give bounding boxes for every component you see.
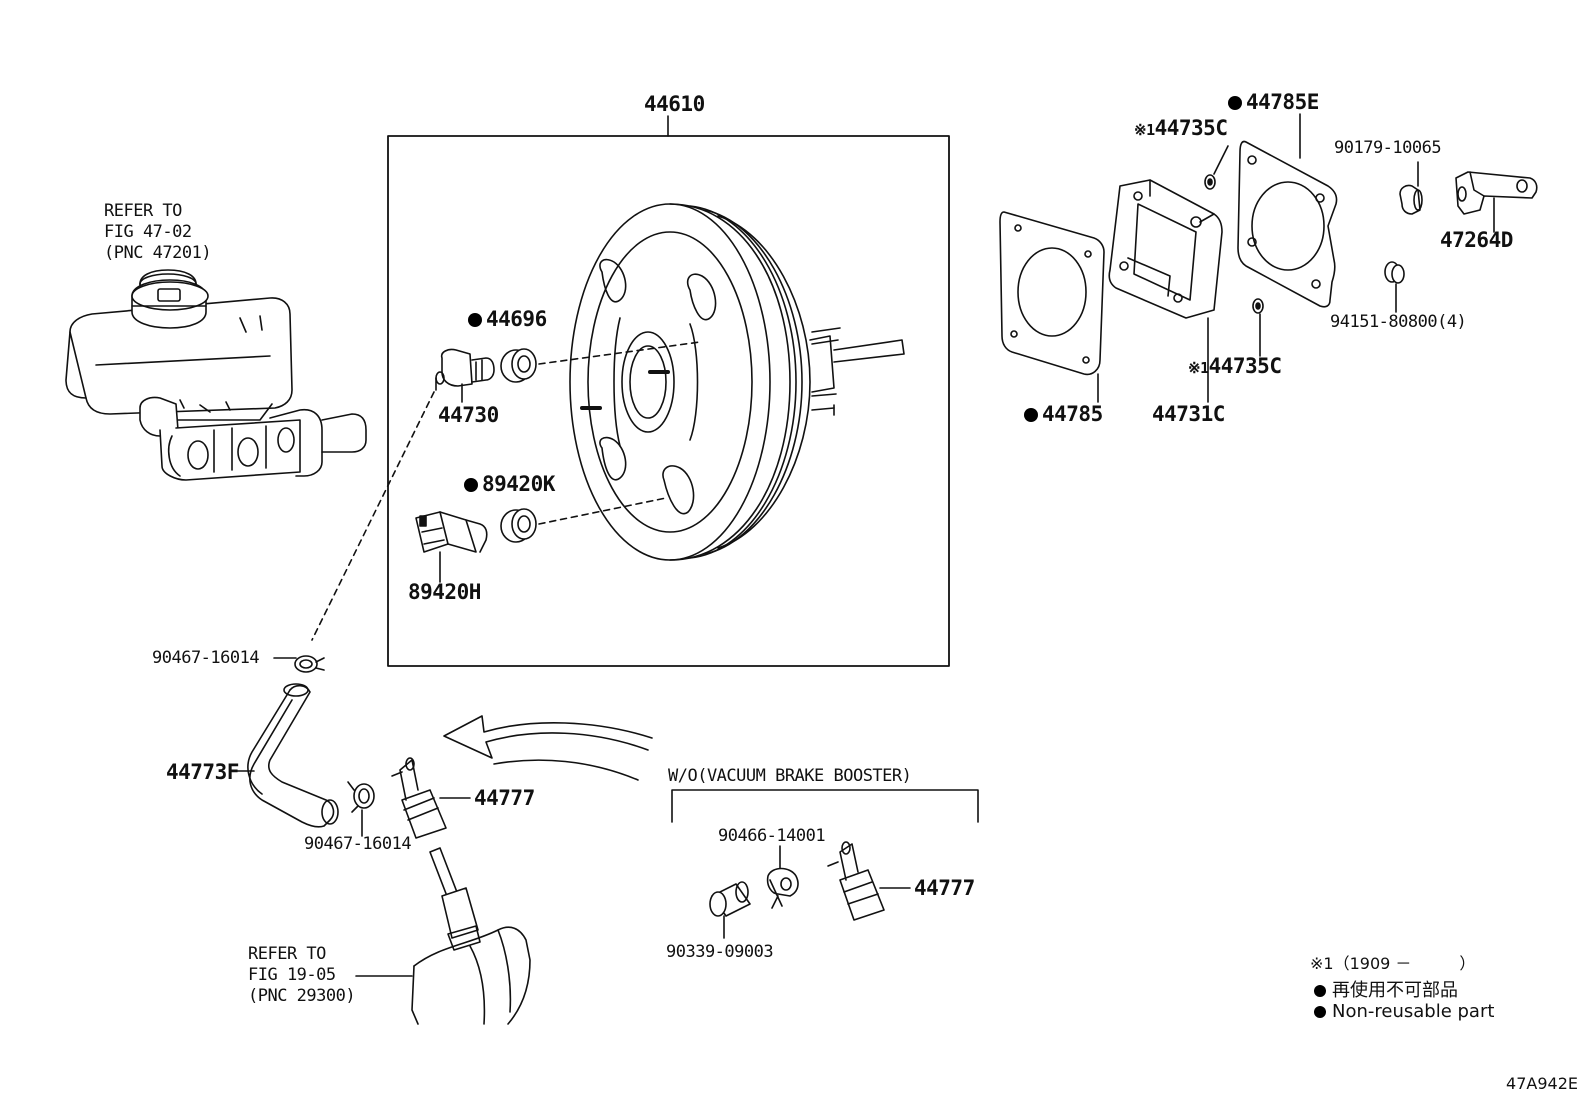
non-reusable-dot [1024, 408, 1038, 422]
gasket-44785-illustration [999, 211, 1105, 376]
label-44696-text: 44696 [486, 307, 547, 331]
legend-jp-text: 再使用不可部品 [1332, 980, 1458, 1001]
legend-jp: 再使用不可部品 [1314, 976, 1458, 1002]
hose-44773f-illustration [247, 683, 339, 828]
union-44777-right-illustration [827, 841, 885, 921]
label-90466-14001[interactable]: 90466-14001 [718, 826, 826, 846]
note-mark: ※1 [1134, 121, 1155, 139]
plug-90339-illustration [709, 881, 751, 917]
illustration-code: 47A942E [1506, 1074, 1578, 1093]
dashed-connectors [311, 341, 701, 641]
label-44610[interactable]: 44610 [644, 92, 705, 116]
reference-master-cylinder[interactable]: REFER TO FIG 47-02 (PNC 47201) [104, 201, 212, 263]
clip-90467-upper-illustration [294, 655, 325, 673]
note-mark: ※1 [1188, 359, 1209, 377]
grommet-44696-illustration [500, 348, 537, 383]
non-reusable-dot [464, 478, 478, 492]
vacuum-sensor-89420h-illustration [415, 511, 488, 553]
label-89420k-text: 89420K [482, 472, 555, 496]
nut-44735c-top-illustration [1204, 174, 1216, 190]
non-reusable-dot [468, 313, 482, 327]
union-44777-left-illustration [391, 757, 447, 839]
wo-group-label: W/O(VACUUM BRAKE BOOSTER) [668, 766, 912, 786]
label-44735c-top-text: 44735C [1154, 116, 1228, 140]
label-44785e-text: 44785E [1246, 90, 1319, 114]
pump-nozzle-illustration [411, 847, 531, 1025]
direction-arrow [443, 715, 653, 781]
label-44731c[interactable]: 44731C [1152, 402, 1225, 426]
vacuum-booster-illustration [569, 203, 905, 561]
bracket-47264d-illustration [1455, 171, 1538, 215]
non-reusable-dot [1314, 1006, 1326, 1018]
bushing-90179-illustration [1399, 184, 1423, 215]
master-cylinder-illustration [65, 269, 367, 481]
wo-group-bracket [671, 789, 979, 823]
label-90467-16014-lower[interactable]: 90467-16014 [304, 834, 412, 854]
label-44696[interactable]: 44696 [468, 307, 547, 331]
label-44785-text: 44785 [1042, 402, 1103, 426]
label-44777-left[interactable]: 44777 [474, 786, 535, 810]
nut-44735c-bottom-illustration [1252, 298, 1264, 314]
reference-pump[interactable]: REFER TO FIG 19-05 (PNC 29300) [248, 944, 356, 1006]
label-44777-right[interactable]: 44777 [914, 876, 975, 900]
legend-note: ※1（1909 － ） [1310, 954, 1476, 973]
label-44785[interactable]: 44785 [1024, 402, 1103, 426]
label-44785e[interactable]: 44785E [1228, 90, 1319, 114]
gasket-44785e-illustration [1237, 140, 1338, 308]
check-valve-44730-illustration [435, 348, 495, 391]
label-90339-09003[interactable]: 90339-09003 [666, 942, 774, 962]
legend-en: Non-reusable part [1314, 1001, 1494, 1022]
clip-90466-illustration [766, 867, 799, 909]
label-47264d[interactable]: 47264D [1440, 228, 1513, 252]
label-89420h[interactable]: 89420H [408, 580, 481, 604]
clip-90467-lower-illustration [347, 781, 375, 813]
legend-en-text: Non-reusable part [1332, 1001, 1495, 1022]
label-94151-80800[interactable]: 94151-80800(4) [1330, 312, 1467, 332]
label-90179-10065[interactable]: 90179-10065 [1334, 138, 1442, 158]
non-reusable-dot [1314, 985, 1326, 997]
label-89420k[interactable]: 89420K [464, 472, 555, 496]
grommet-89420k-illustration [500, 508, 537, 543]
label-44773f[interactable]: 44773F [166, 760, 239, 784]
non-reusable-dot [1228, 96, 1242, 110]
label-90467-16014-upper[interactable]: 90467-16014 [152, 648, 260, 668]
label-44735c-top[interactable]: ※144735C [1134, 116, 1228, 140]
label-44735c-bottom-text: 44735C [1208, 354, 1282, 378]
label-44735c-bottom[interactable]: ※144735C [1188, 354, 1282, 378]
nut-94151-illustration [1384, 261, 1405, 284]
label-44730[interactable]: 44730 [438, 403, 499, 427]
spacer-44731c-illustration [1108, 179, 1223, 319]
